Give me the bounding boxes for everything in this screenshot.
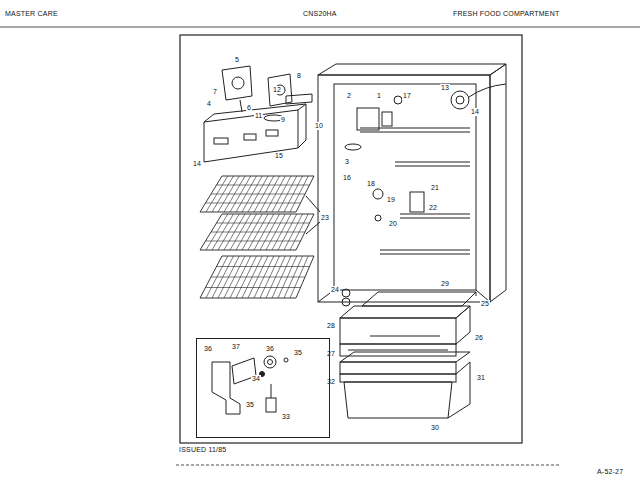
callout-number: 36 — [265, 345, 275, 353]
callout-number: 9 — [280, 116, 286, 124]
header-text: A-52-27 — [596, 468, 624, 476]
callout-number: 18 — [366, 180, 376, 188]
callout-number: 26 — [474, 334, 484, 342]
callout-number: 22 — [428, 204, 438, 212]
header-text: CNS20HA — [302, 10, 338, 18]
callout-number: 14 — [470, 108, 480, 116]
callout-number: 25 — [480, 300, 490, 308]
callout-number: 29 — [440, 280, 450, 288]
header-text: MASTER CARE — [4, 10, 59, 18]
callout-number: 10 — [314, 122, 324, 130]
callout-number: 31 — [476, 374, 486, 382]
callout-number: 27 — [326, 350, 336, 358]
callout-number: 1 — [376, 92, 382, 100]
callout-number: 28 — [326, 322, 336, 330]
callout-number: 15 — [274, 152, 284, 160]
header-text: FRESH FOOD COMPARTMENT — [452, 10, 560, 18]
callout-number: 6 — [246, 104, 252, 112]
callout-number: 19 — [386, 196, 396, 204]
callout-number: 36 — [203, 345, 213, 353]
callout-number: 14 — [192, 160, 202, 168]
callout-number: 5 — [234, 56, 240, 64]
callout-number: 23 — [320, 214, 330, 222]
callout-number: 2 — [346, 92, 352, 100]
header-text: ISSUED 11/85 — [178, 446, 227, 454]
callout-number: 3 — [344, 158, 350, 166]
callout-number: 7 — [212, 88, 218, 96]
callout-number: 34 — [251, 375, 261, 383]
callout-number: 35 — [293, 349, 303, 357]
callout-number: 35 — [245, 401, 255, 409]
callout-number: 8 — [296, 72, 302, 80]
callout-number: 17 — [402, 92, 412, 100]
callout-number: 37 — [231, 343, 241, 351]
callout-number: 33 — [281, 413, 291, 421]
callout-number: 21 — [430, 184, 440, 192]
callout-number: 11 — [254, 112, 263, 120]
callout-number: 12 — [272, 86, 282, 94]
callout-number: 20 — [388, 220, 398, 228]
inset-box: 36 37 36 35 34 35 33 — [196, 338, 330, 438]
callout-number: 16 — [342, 174, 352, 182]
callout-number: 13 — [440, 84, 450, 92]
callout-number: 4 — [206, 100, 212, 108]
callout-number: 24 — [330, 286, 340, 294]
callout-number: 30 — [430, 424, 440, 432]
callout-number: 32 — [326, 378, 336, 386]
